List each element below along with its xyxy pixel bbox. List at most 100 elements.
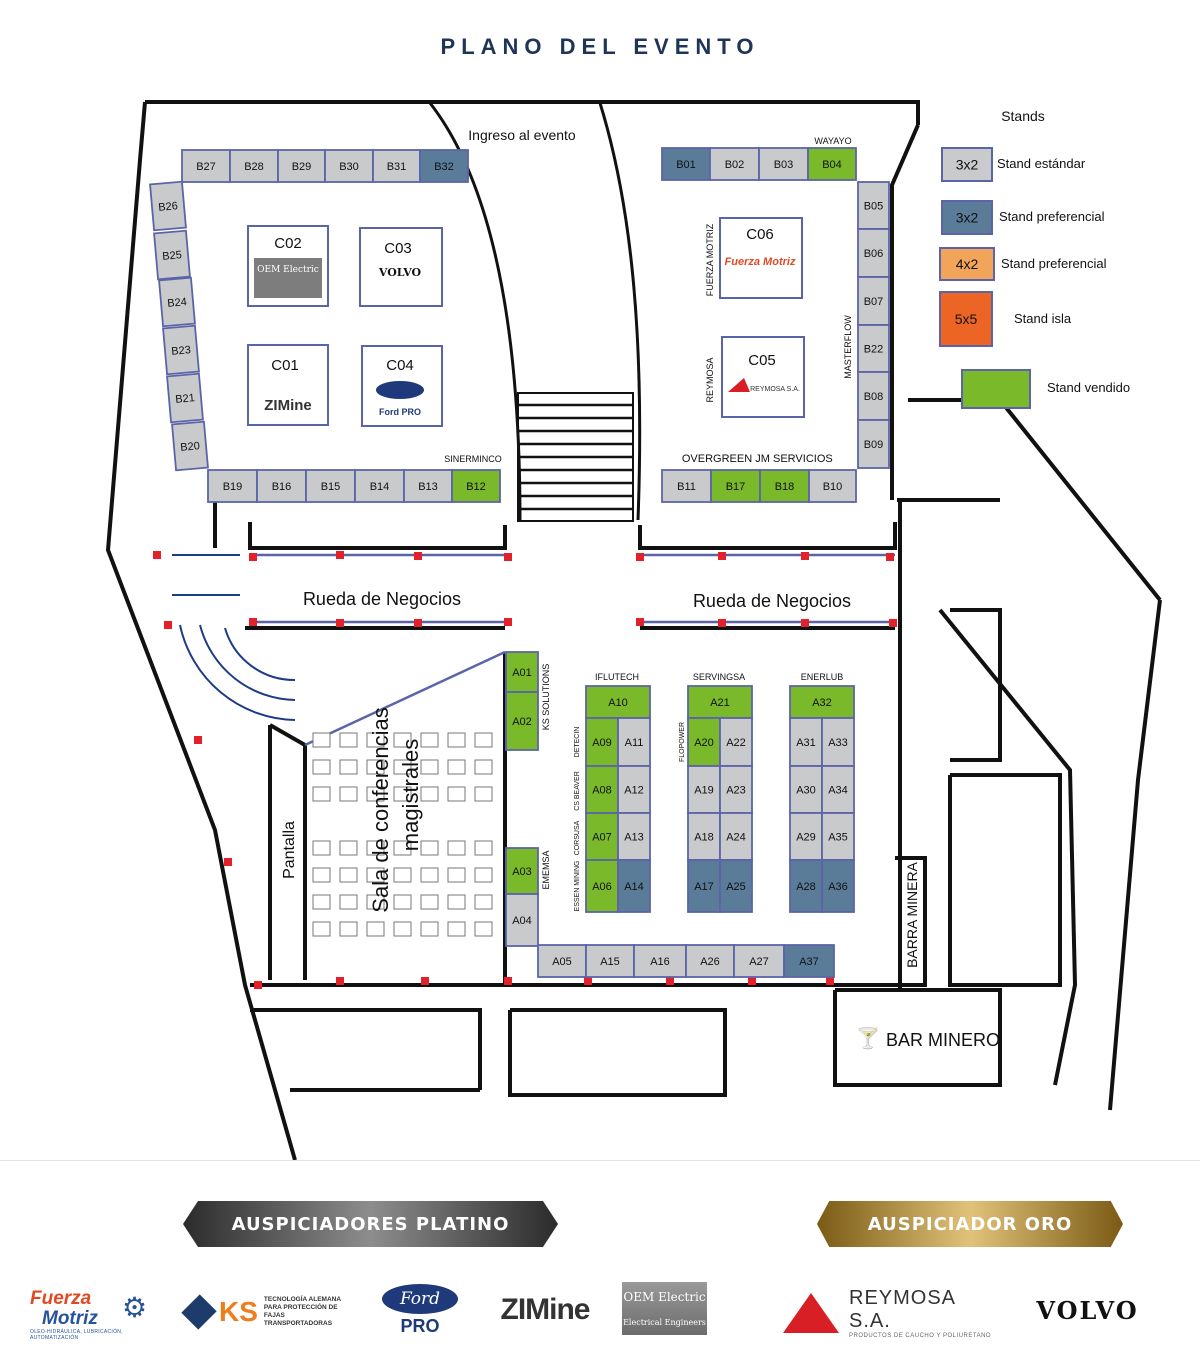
stand-b22[interactable]: B22 — [857, 324, 890, 373]
stand-b30[interactable]: B30 — [324, 149, 374, 183]
stand-a27[interactable]: A27 — [733, 944, 785, 978]
stand-a36[interactable]: A36 — [821, 859, 855, 913]
stand-a03[interactable]: A03 — [505, 847, 539, 895]
entrance-label: Ingreso al evento — [468, 127, 576, 143]
stand-b21[interactable]: B21 — [166, 372, 204, 424]
seat — [474, 759, 493, 775]
booth-C06[interactable]: C06 Fuerza Motriz — [719, 217, 803, 299]
svg-text:A13: A13 — [624, 832, 644, 844]
stand-a23[interactable]: A23 — [719, 765, 753, 814]
svg-text:A15: A15 — [600, 956, 620, 968]
stand-a04[interactable]: A04 — [505, 893, 539, 947]
stand-b18[interactable]: B18 — [759, 469, 810, 503]
stand-b07[interactable]: B07 — [857, 276, 890, 326]
stand-a31[interactable]: A31 — [789, 717, 823, 767]
stand-b28[interactable]: B28 — [229, 149, 279, 183]
stand-a09[interactable]: A09 — [585, 717, 619, 767]
stand-a20[interactable]: A20 — [687, 717, 721, 767]
company-labels: WAYAYO SINERMINCO OVERGREEN JM SERVICIOS… — [444, 136, 853, 911]
stand-b32[interactable]: B32 — [419, 149, 469, 183]
stand-a18[interactable]: A18 — [687, 812, 721, 861]
stand-b24[interactable]: B24 — [158, 276, 196, 328]
stand-b12[interactable]: B12 — [451, 469, 501, 503]
seat — [393, 840, 412, 856]
stand-a01[interactable]: A01 — [505, 651, 539, 693]
svg-text:A23: A23 — [726, 785, 746, 797]
booth-C03[interactable]: C03 VOLVO — [359, 227, 443, 307]
stand-b14[interactable]: B14 — [354, 469, 405, 503]
stand-a13[interactable]: A13 — [617, 812, 651, 861]
seat — [447, 732, 466, 748]
stand-b03[interactable]: B03 — [758, 147, 809, 181]
stand-a25[interactable]: A25 — [719, 859, 753, 913]
stand-a19[interactable]: A19 — [687, 765, 721, 814]
stand-b02[interactable]: B02 — [709, 147, 760, 181]
stand-a28[interactable]: A28 — [789, 859, 823, 913]
stairs — [518, 403, 633, 511]
stand-a37[interactable]: A37 — [783, 944, 835, 978]
stand-b23[interactable]: B23 — [162, 324, 200, 376]
seat — [474, 732, 493, 748]
stand-a26[interactable]: A26 — [685, 944, 735, 978]
seat — [393, 894, 412, 910]
stand-a15[interactable]: A15 — [585, 944, 635, 978]
stand-b10[interactable]: B10 — [808, 469, 857, 503]
stand-b15[interactable]: B15 — [305, 469, 356, 503]
stand-a32[interactable]: A32 — [789, 685, 855, 719]
stand-b27[interactable]: B27 — [181, 149, 231, 183]
stand-b29[interactable]: B29 — [277, 149, 326, 183]
stand-a33[interactable]: A33 — [821, 717, 855, 767]
svg-text:B03: B03 — [774, 159, 794, 171]
stand-a22[interactable]: A22 — [719, 717, 753, 767]
stand-b19[interactable]: B19 — [207, 469, 258, 503]
svg-text:A30: A30 — [796, 785, 816, 797]
stand-b08[interactable]: B08 — [857, 371, 890, 421]
svg-text:A28: A28 — [796, 881, 816, 893]
stand-a08[interactable]: A08 — [585, 765, 619, 814]
stand-b13[interactable]: B13 — [403, 469, 453, 503]
stand-b09[interactable]: B09 — [857, 419, 890, 469]
stand-a10[interactable]: A10 — [585, 685, 651, 719]
stand-b11[interactable]: B11 — [661, 469, 712, 503]
stand-b25[interactable]: B25 — [153, 229, 191, 281]
door-marker — [718, 619, 726, 627]
stand-b16[interactable]: B16 — [256, 469, 307, 503]
seat — [312, 867, 331, 883]
seat — [366, 732, 385, 748]
stand-b20[interactable]: B20 — [171, 420, 209, 472]
stand-a14[interactable]: A14 — [617, 859, 651, 913]
stand-a11[interactable]: A11 — [617, 717, 651, 767]
stand-a02[interactable]: A02 — [505, 691, 539, 751]
platino-banner: AUSPICIADORES PLATINO — [183, 1201, 558, 1247]
stand-a35[interactable]: A35 — [821, 812, 855, 861]
stand-b04[interactable]: B04 — [807, 147, 857, 181]
stand-b06[interactable]: B06 — [857, 228, 890, 278]
spiral-stair — [172, 554, 296, 721]
svg-text:Stand vendido: Stand vendido — [1047, 380, 1130, 395]
stand-a21[interactable]: A21 — [687, 685, 753, 719]
stand-a05[interactable]: A05 — [537, 944, 587, 978]
svg-text:A20: A20 — [694, 737, 714, 749]
stand-b01[interactable]: B01 — [661, 147, 711, 181]
booth-C04[interactable]: C04 Ford PRO — [361, 345, 443, 427]
stand-b05[interactable]: B05 — [857, 181, 890, 230]
booth-C02[interactable]: C02 OEM Electric — [247, 225, 329, 307]
door-marker — [164, 621, 172, 629]
stand-a07[interactable]: A07 — [585, 812, 619, 861]
stand-a34[interactable]: A34 — [821, 765, 855, 814]
stand-a16[interactable]: A16 — [633, 944, 687, 978]
stand-b17[interactable]: B17 — [710, 469, 761, 503]
legend-item-4: Stand vendido — [961, 369, 1130, 409]
stand-b26[interactable]: B26 — [149, 180, 187, 232]
stand-a17[interactable]: A17 — [687, 859, 721, 913]
stand-a24[interactable]: A24 — [719, 812, 753, 861]
stand-b31[interactable]: B31 — [372, 149, 421, 183]
booth-C05[interactable]: C05 REYMOSA S.A. — [721, 336, 805, 418]
booth-C01[interactable]: C01 ZIMine — [247, 344, 329, 426]
stand-a30[interactable]: A30 — [789, 765, 823, 814]
stand-a12[interactable]: A12 — [617, 765, 651, 814]
stand-a06[interactable]: A06 — [585, 859, 619, 913]
stand-a29[interactable]: A29 — [789, 812, 823, 861]
